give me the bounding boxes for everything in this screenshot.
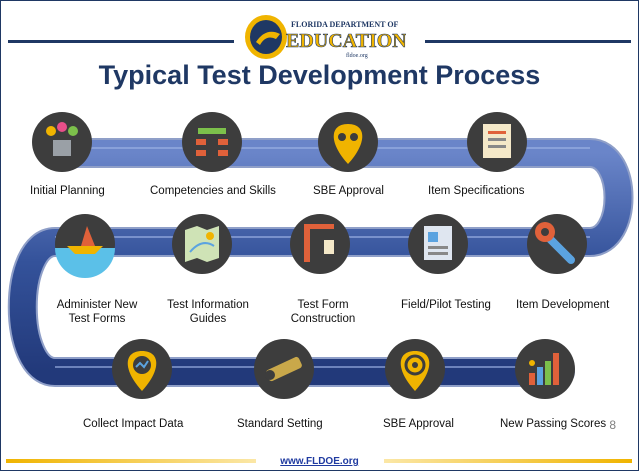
logo-line3: fldoe.org <box>346 52 368 59</box>
flowchart-icon <box>182 112 242 172</box>
slide-title: Typical Test Development Process <box>98 60 541 90</box>
footer-url-link[interactable]: www.FLDOE.org <box>280 456 359 467</box>
header-rule-left <box>8 40 234 43</box>
report-icon <box>408 214 468 274</box>
step-label-collect-impact-data: Collect Impact Data <box>83 418 184 430</box>
step-label-administer-new-test-forms: Administer New Test Forms <box>56 299 138 325</box>
paper-boat-icon <box>55 214 115 278</box>
map-icon <box>172 214 232 274</box>
document-icon <box>467 112 527 172</box>
step-label-competencies-skills: Competencies and Skills <box>150 185 276 197</box>
step-label-test-information-guides: Test Information Guides <box>167 299 249 325</box>
wrench-icon <box>527 214 587 274</box>
crane-icon <box>290 214 350 274</box>
header-rule-right <box>425 40 631 43</box>
fldoe-logo: FLORIDA DEPARTMENT OF EDUCATION fldoe.or… <box>245 15 406 59</box>
key-icon <box>254 339 314 399</box>
footer-rule-right <box>384 459 632 463</box>
step-label-sbe-approval-1: SBE Approval <box>313 185 384 197</box>
logo-line1: FLORIDA DEPARTMENT OF <box>291 20 399 29</box>
step-label-initial-planning: Initial Planning <box>30 185 105 197</box>
footer-rule-left <box>6 459 256 463</box>
logo-line2: EDUCATION <box>286 30 406 52</box>
step-label-item-development: Item Development <box>516 299 610 311</box>
step-label-item-specifications: Item Specifications <box>428 185 525 197</box>
page-number: 8 <box>609 418 616 432</box>
step-label-field-pilot-testing: Field/Pilot Testing <box>401 299 491 311</box>
meeting-icon <box>32 112 92 172</box>
bar-chart-icon <box>515 339 575 399</box>
group-pin-icon <box>318 112 378 172</box>
step-label-new-passing-scores: New Passing Scores <box>500 418 607 430</box>
step-label-test-form-construction: Test Form Construction <box>290 299 356 325</box>
chart-pin-icon <box>112 339 172 399</box>
step-label-standard-setting: Standard Setting <box>237 418 323 430</box>
target-pin-icon <box>385 339 445 399</box>
step-label-sbe-approval-2: SBE Approval <box>383 418 454 430</box>
